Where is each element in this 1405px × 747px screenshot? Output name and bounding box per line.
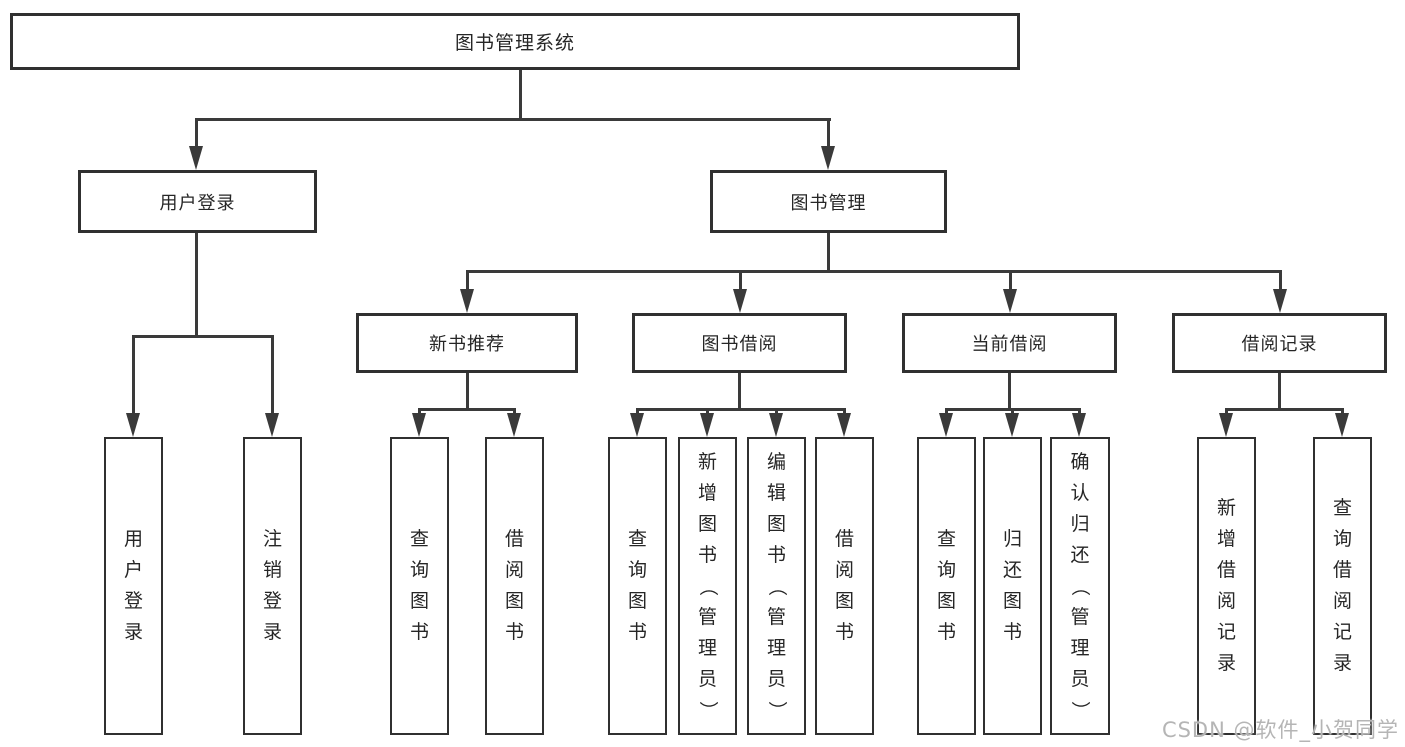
node-new-book-recommendation: 新书推荐	[356, 313, 578, 373]
connector-drop-c3	[775, 408, 778, 415]
node-leaf-logout: 注销登录	[243, 437, 302, 735]
connector-current-borrow-stem	[1008, 373, 1011, 408]
connector-drop-b2	[513, 408, 516, 415]
arrow-to-c1	[630, 413, 644, 437]
connector-drop-d2	[1011, 408, 1014, 415]
connector-new-book-rake	[418, 408, 516, 411]
connector-drop-current-borrow	[1009, 270, 1012, 291]
arrow-to-d1	[939, 413, 953, 437]
node-leaf-edit-books-admin: 编辑图书（管理员）	[747, 437, 806, 735]
arrow-to-d3	[1072, 413, 1086, 437]
node-leaf-add-books-admin: 新增图书（管理员）	[678, 437, 737, 735]
connector-drop-d1	[945, 408, 948, 415]
arrow-to-b2	[507, 413, 521, 437]
arrow-to-current-borrow	[1003, 289, 1017, 313]
connector-borrow-records-rake	[1225, 408, 1343, 411]
connector-drop-c2	[706, 408, 709, 415]
connector-drop-new-book	[466, 270, 469, 291]
connector-user-login-rake	[132, 335, 274, 338]
connector-drop-book-management	[827, 118, 830, 148]
connector-root-rake	[195, 118, 831, 121]
connector-user-login-stem	[195, 233, 198, 335]
node-library-management-system: 图书管理系统	[10, 13, 1020, 70]
connector-drop-d3	[1078, 408, 1081, 415]
node-leaf-query-books-borrow: 查询图书	[608, 437, 667, 735]
arrow-to-leaf-logout	[265, 413, 279, 437]
connector-drop-leaf-user-login	[132, 335, 135, 415]
arrow-to-leaf-user-login	[126, 413, 140, 437]
arrow-to-user-login	[189, 146, 203, 170]
connector-borrow-records-stem	[1278, 373, 1281, 408]
node-leaf-add-borrow-record: 新增借阅记录	[1197, 437, 1256, 735]
connector-drop-b1	[418, 408, 421, 415]
arrow-to-e2	[1335, 413, 1349, 437]
connector-drop-book-borrow	[739, 270, 742, 291]
node-book-management: 图书管理	[710, 170, 947, 233]
node-leaf-borrow-books-recommend: 借阅图书	[485, 437, 544, 735]
arrow-to-c3	[769, 413, 783, 437]
node-leaf-borrow-books: 借阅图书	[815, 437, 874, 735]
node-leaf-confirm-return-admin: 确认归还（管理员）	[1050, 437, 1110, 735]
csdn-watermark: CSDN @软件_小贺同学	[1161, 718, 1399, 742]
arrow-to-e1	[1219, 413, 1233, 437]
node-leaf-query-books-current: 查询图书	[917, 437, 976, 735]
connector-book-borrow-rake	[637, 408, 845, 411]
connector-drop-e2	[1341, 408, 1344, 415]
node-user-login: 用户登录	[78, 170, 317, 233]
connector-new-book-stem	[466, 373, 469, 408]
connector-drop-c1	[636, 408, 639, 415]
connector-book-management-rake	[466, 270, 1280, 273]
node-leaf-user-login: 用户登录	[104, 437, 163, 735]
connector-drop-c4	[843, 408, 846, 415]
arrow-to-d2	[1005, 413, 1019, 437]
node-book-borrowing: 图书借阅	[632, 313, 847, 373]
node-leaf-query-books-recommend: 查询图书	[390, 437, 449, 735]
connector-book-management-stem	[827, 233, 830, 270]
connector-drop-borrow-records	[1279, 270, 1282, 291]
connector-drop-leaf-logout	[271, 335, 274, 415]
connector-root-stem	[519, 70, 522, 118]
arrow-to-c4	[837, 413, 851, 437]
connector-drop-e1	[1225, 408, 1228, 415]
node-current-borrowing: 当前借阅	[902, 313, 1117, 373]
connector-book-borrow-stem	[738, 373, 741, 408]
arrow-to-b1	[412, 413, 426, 437]
arrow-to-book-borrow	[733, 289, 747, 313]
node-borrowing-records: 借阅记录	[1172, 313, 1387, 373]
arrow-to-book-management	[821, 146, 835, 170]
arrow-to-new-book	[460, 289, 474, 313]
arrow-to-c2	[700, 413, 714, 437]
connector-drop-user-login	[195, 118, 198, 148]
node-leaf-return-books: 归还图书	[983, 437, 1042, 735]
arrow-to-borrow-records	[1273, 289, 1287, 313]
node-leaf-query-borrow-record: 查询借阅记录	[1313, 437, 1372, 735]
